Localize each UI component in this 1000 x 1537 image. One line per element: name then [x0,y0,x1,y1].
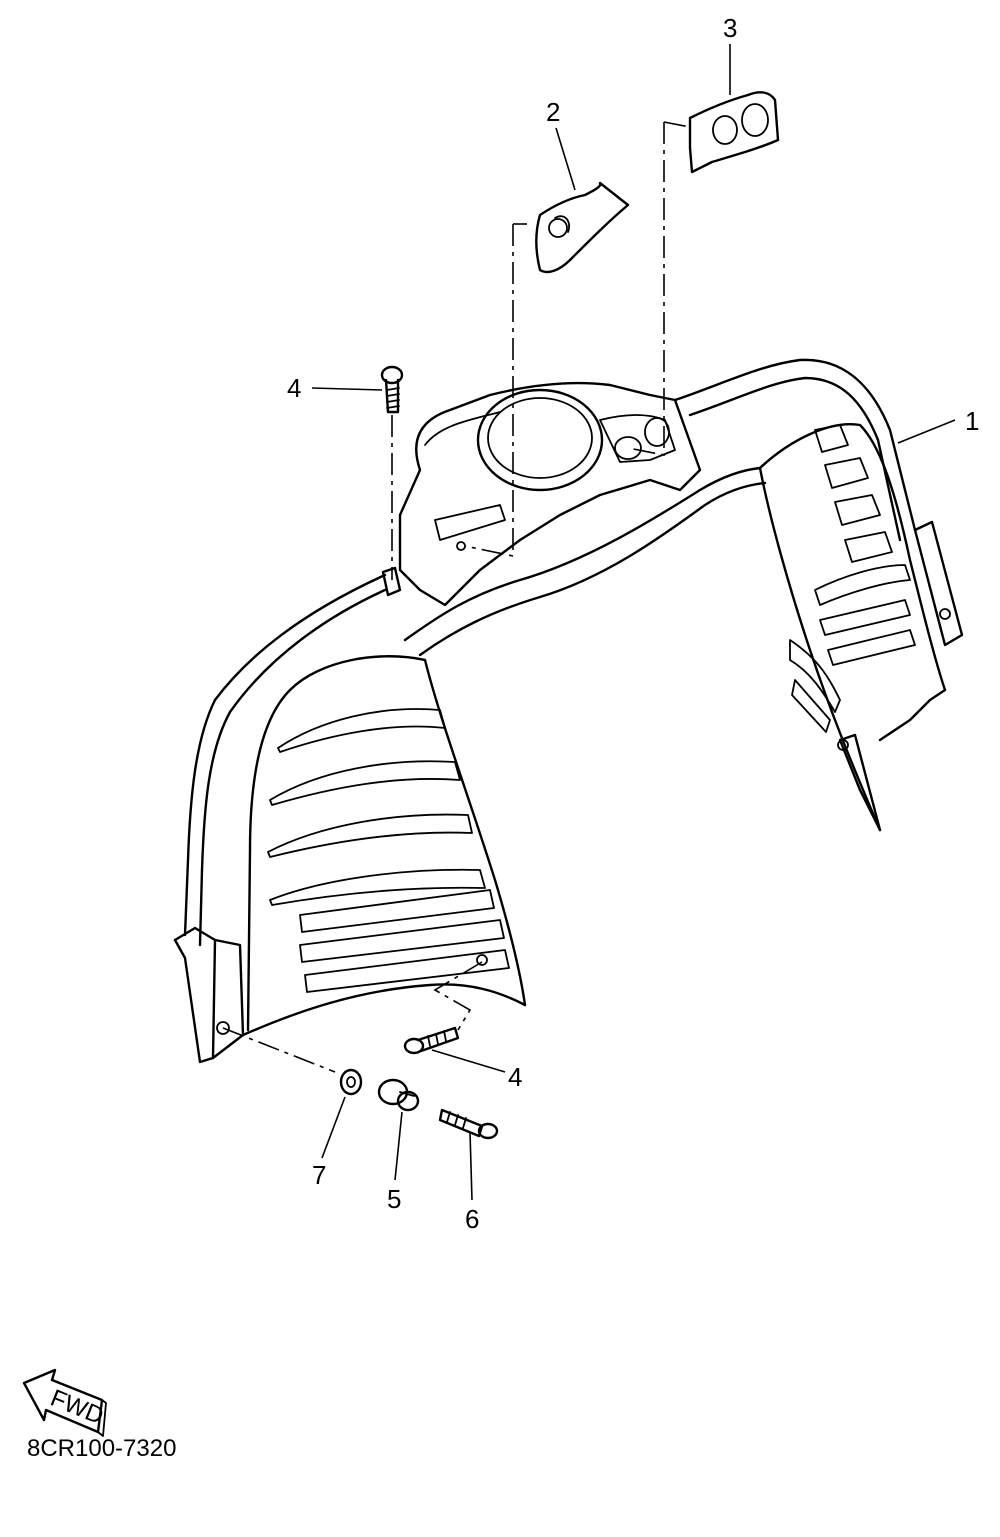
diagram-code: 8CR100-7320 [27,1435,176,1462]
callout-4-bottom: 4 [508,1062,522,1092]
callout-5: 5 [387,1184,401,1214]
leader-lines [311,44,956,1201]
callout-7: 7 [312,1160,326,1190]
callout-4-top: 4 [287,373,301,403]
washer-part-7 [339,1068,363,1096]
plate-part-3 [688,91,780,174]
callout-2: 2 [546,97,560,127]
callout-1: 1 [965,406,979,436]
screw-part-4-top [380,365,404,414]
grommet-part-5 [377,1078,420,1112]
inner-panel-part-1 [173,358,964,1064]
screw-part-4-bottom [403,1026,460,1055]
callout-3: 3 [723,13,737,43]
callout-6: 6 [465,1204,479,1234]
fwd-arrow-icon: FWD [22,1368,107,1437]
meter-housing [398,381,702,607]
pad-part-2 [535,181,630,274]
screw-part-6 [438,1108,499,1140]
assembly-lines [222,121,691,1073]
